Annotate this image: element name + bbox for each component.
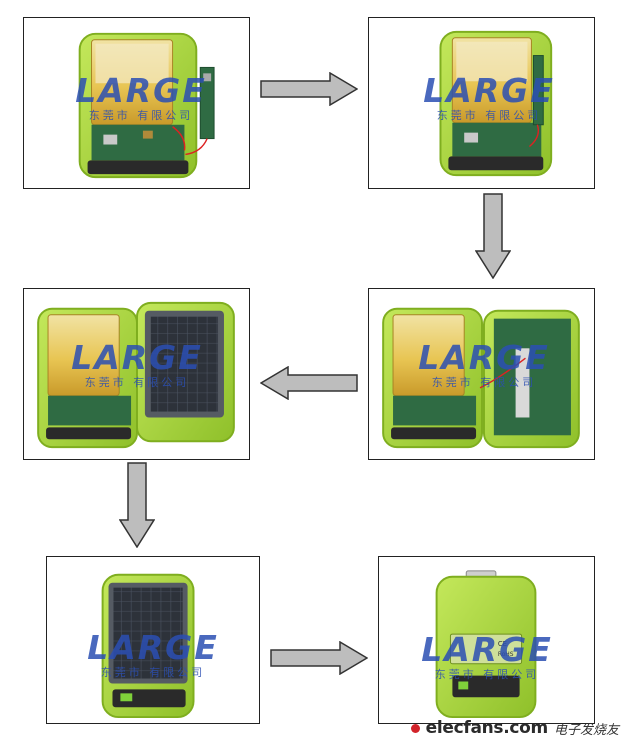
watermark-company: 东莞市 有限公司 — [436, 109, 542, 122]
watermark-brand: LARGE — [87, 628, 219, 667]
watermark: LARGE 东莞市 有限公司 — [387, 633, 587, 682]
watermark-company: 东莞市 有限公司 — [434, 668, 540, 681]
site-tagline: 电子发烧友 — [553, 722, 619, 738]
watermark: LARGE 东莞市 有限公司 — [379, 341, 589, 390]
watermark: LARGE 东莞市 有限公司 — [53, 631, 253, 680]
watermark: LARGE 东莞市 有限公司 — [46, 74, 236, 123]
arrow-right-1 — [260, 72, 358, 106]
arrow-down-1 — [475, 193, 511, 279]
step-2-image — [439, 30, 553, 177]
step-6-image: CE RoHS — [435, 570, 537, 719]
step-3-frame: LARGE 东莞市 有限公司 — [368, 288, 595, 460]
arrow-right-2 — [270, 641, 368, 675]
watermark-brand: LARGE — [418, 338, 550, 377]
watermark-brand: LARGE — [421, 630, 553, 669]
watermark-company: 东莞市 有限公司 — [84, 376, 190, 389]
watermark-company: 东莞市 有限公司 — [431, 376, 537, 389]
step-6-frame: CE RoHS LARGE 东莞市 有限公司 — [378, 556, 595, 724]
arrow-down-2 — [119, 462, 155, 548]
watermark: LARGE 东莞市 有限公司 — [389, 74, 589, 123]
step-3-image — [382, 307, 580, 449]
step-2-frame: LARGE 东莞市 有限公司 — [368, 17, 595, 189]
watermark-brand: LARGE — [71, 338, 203, 377]
watermark-brand: LARGE — [423, 71, 555, 110]
watermark-brand: LARGE — [75, 71, 207, 110]
step-4-frame: LARGE 东莞市 有限公司 — [23, 288, 250, 460]
product-label-ce: CE — [498, 640, 507, 648]
watermark-company: 东莞市 有限公司 — [88, 109, 194, 122]
step-5-frame: LARGE 东莞市 有限公司 — [46, 556, 260, 724]
step-4-image — [37, 301, 235, 449]
site-logo: elecfans.com 电子发烧友 — [410, 717, 619, 739]
step-1-frame: LARGE 东莞市 有限公司 — [23, 17, 250, 189]
step-1-image — [78, 32, 215, 179]
product-label-rohs: RoHS — [498, 652, 514, 658]
site-name: elecfans.com — [425, 718, 549, 738]
step-5-image — [101, 573, 195, 719]
watermark-company: 东莞市 有限公司 — [100, 666, 206, 679]
arrow-left-1 — [260, 366, 358, 400]
watermark: LARGE 东莞市 有限公司 — [32, 341, 242, 390]
logo-dot-icon — [410, 723, 420, 733]
